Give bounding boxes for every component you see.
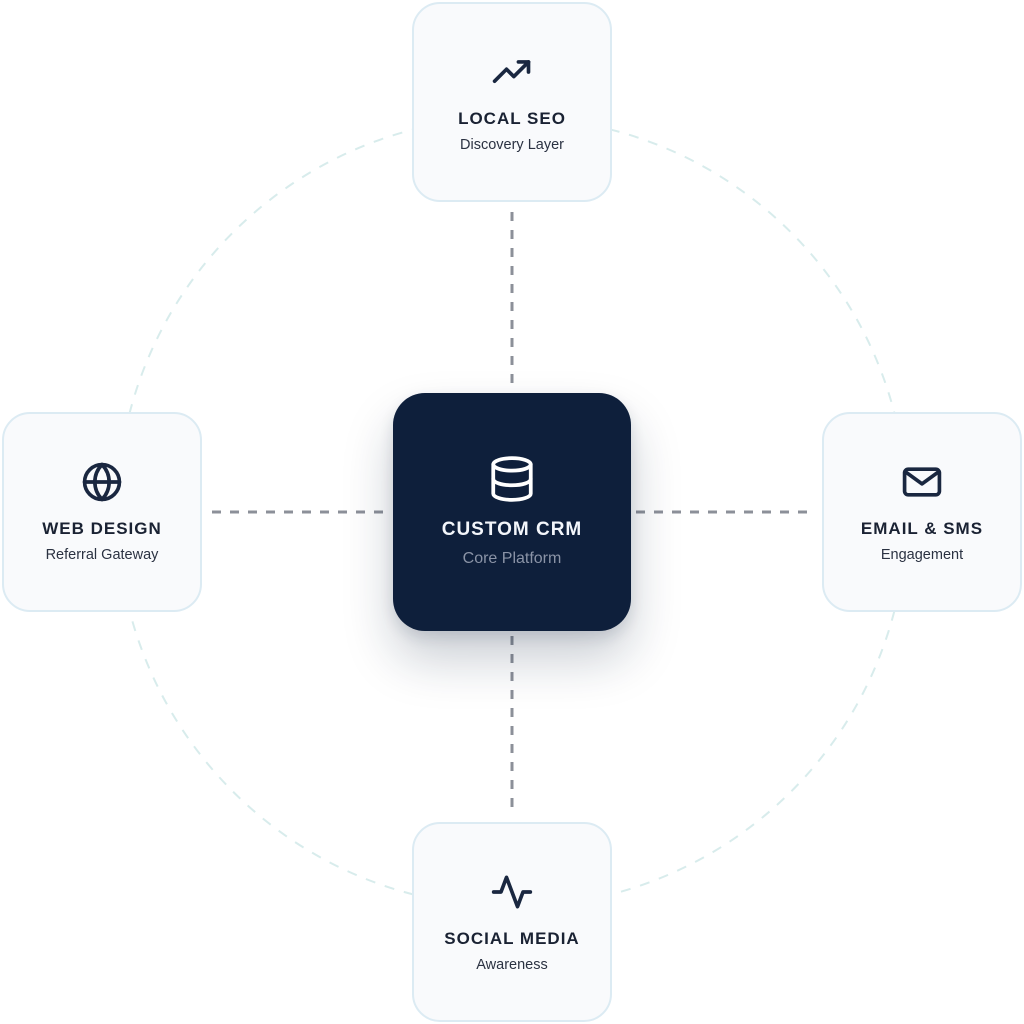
node-title: EMAIL & SMS [860, 518, 984, 538]
core-subtitle: Core Platform [462, 550, 562, 567]
node-subtitle: Awareness [476, 956, 548, 973]
core-title: CUSTOM CRM [441, 519, 583, 540]
globe-icon [80, 460, 124, 504]
activity-icon [490, 870, 534, 914]
core-hub-custom-crm: CUSTOM CRM Core Platform [393, 393, 631, 631]
node-title: LOCAL SEO [458, 108, 566, 128]
mail-icon [900, 460, 944, 504]
node-title: SOCIAL MEDIA [444, 928, 580, 948]
node-social-media: SOCIAL MEDIA Awareness [412, 822, 612, 1022]
node-subtitle: Engagement [880, 546, 964, 563]
trending-up-icon [490, 50, 534, 94]
database-icon [487, 454, 537, 504]
node-subtitle: Referral Gateway [45, 546, 159, 563]
node-title: WEB DESIGN [42, 518, 162, 538]
node-web-design: WEB DESIGN Referral Gateway [2, 412, 202, 612]
node-subtitle: Discovery Layer [460, 136, 564, 153]
node-email-sms: EMAIL & SMS Engagement [822, 412, 1022, 612]
node-local-seo: LOCAL SEO Discovery Layer [412, 2, 612, 202]
